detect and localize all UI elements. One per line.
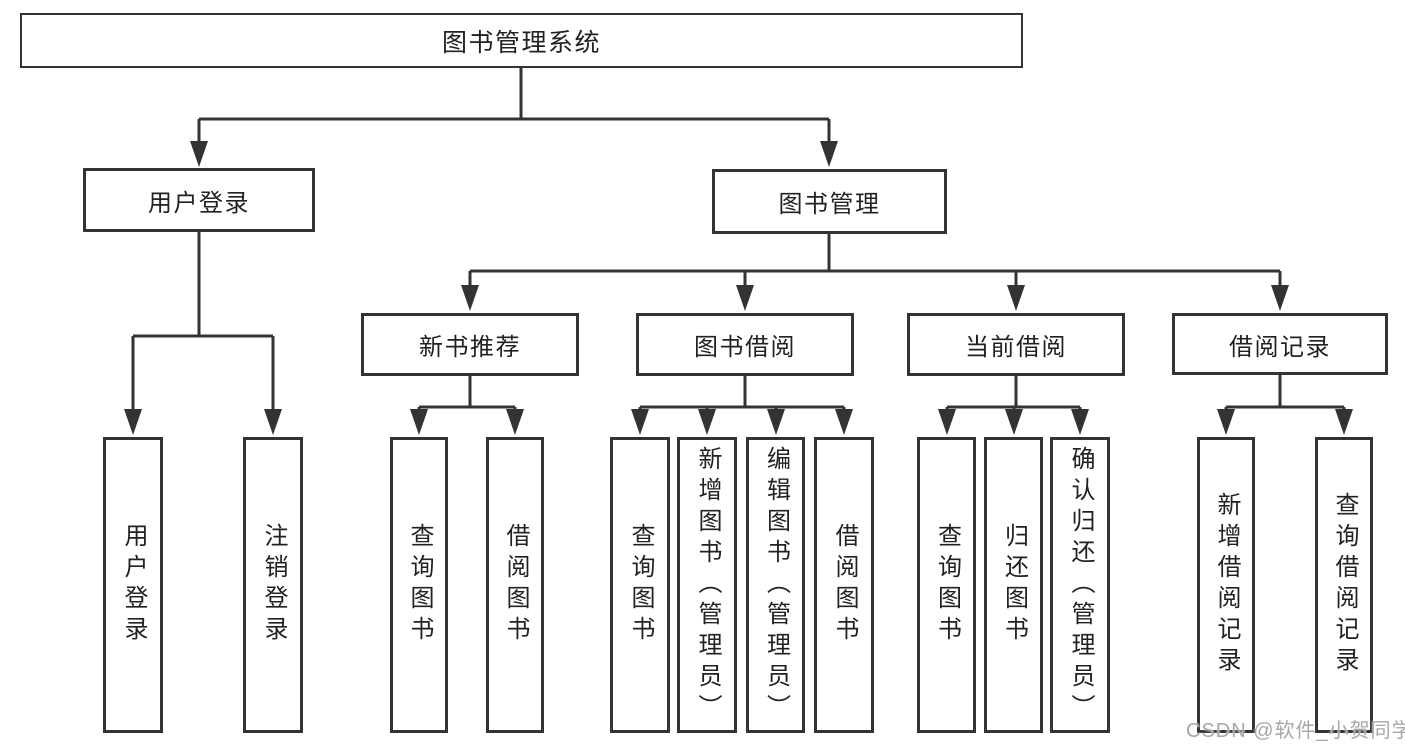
arrow-icon xyxy=(736,285,754,311)
arrow-icon xyxy=(1071,409,1089,435)
arrow-icon xyxy=(506,409,524,435)
node-current-borrow: 当前借阅 xyxy=(907,313,1125,376)
arrow-icon xyxy=(190,141,208,167)
node-logout: 注销登录 xyxy=(243,437,303,733)
arrow-icon xyxy=(264,409,282,435)
arrow-icon xyxy=(410,409,428,435)
node-nbr-borrow-books: 借阅图书 xyxy=(486,437,544,733)
node-nbr-query-books-label: 查询图书 xyxy=(406,523,433,647)
node-cb-return-books: 归还图书 xyxy=(984,437,1043,733)
node-book-borrow: 图书借阅 xyxy=(636,313,854,376)
node-bb-query-books: 查询图书 xyxy=(610,437,670,733)
connector-borrow-records-branch xyxy=(1224,375,1346,414)
node-nbr-query-books: 查询图书 xyxy=(390,437,448,733)
arrow-icon xyxy=(1271,285,1289,311)
arrow-icon xyxy=(124,409,142,435)
connector-user-login-branch xyxy=(131,232,275,414)
arrow-icon xyxy=(1335,409,1353,435)
node-bb-borrow-books: 借阅图书 xyxy=(814,437,874,733)
node-cb-confirm-return-admin: 确认归还（管理员） xyxy=(1050,437,1110,733)
node-login: 用户登录 xyxy=(103,437,163,733)
node-cb-return-books-label: 归还图书 xyxy=(1000,523,1028,647)
node-bb-borrow-books-label: 借阅图书 xyxy=(831,523,858,647)
node-user-login: 用户登录 xyxy=(83,168,315,232)
arrow-icon xyxy=(1005,409,1023,435)
node-cb-query-books: 查询图书 xyxy=(917,437,976,733)
connector-new-book-rec-branch xyxy=(417,376,517,414)
node-login-label: 用户登录 xyxy=(120,523,147,647)
arrow-icon xyxy=(1217,409,1235,435)
node-nbr-borrow-books-label: 借阅图书 xyxy=(502,523,529,647)
arrow-icon xyxy=(835,409,853,435)
arrow-icon xyxy=(698,409,716,435)
node-bb-add-books-admin: 新增图书（管理员） xyxy=(677,437,737,733)
arrow-icon xyxy=(938,409,956,435)
node-bb-edit-books-admin-label: 编辑图书（管理员） xyxy=(762,445,790,725)
arrowheads xyxy=(124,141,1353,435)
connector-current-borrow-branch xyxy=(945,376,1082,414)
node-br-add-record: 新增借阅记录 xyxy=(1197,437,1255,733)
arrow-icon xyxy=(461,285,479,311)
arrow-icon xyxy=(1007,285,1025,311)
watermark: CSDN @软件_小贺同学 xyxy=(1186,720,1405,742)
node-root: 图书管理系统 xyxy=(20,13,1023,68)
connector-root-to-level2 xyxy=(197,68,831,145)
node-br-query-record-label: 查询借阅记录 xyxy=(1331,492,1358,678)
arrow-icon xyxy=(767,409,785,435)
connector-book-borrow-branch xyxy=(638,376,846,414)
node-cb-confirm-return-admin-label: 确认归还（管理员） xyxy=(1067,445,1094,725)
node-new-book-rec: 新书推荐 xyxy=(361,313,579,376)
node-book-mgmt: 图书管理 xyxy=(712,169,947,234)
connector-book-mgmt-branch xyxy=(468,234,1282,289)
node-cb-query-books-label: 查询图书 xyxy=(933,523,961,647)
node-borrow-records: 借阅记录 xyxy=(1172,313,1388,375)
node-bb-query-books-label: 查询图书 xyxy=(627,523,654,647)
node-br-query-record: 查询借阅记录 xyxy=(1315,437,1373,733)
arrow-icon xyxy=(631,409,649,435)
node-bb-edit-books-admin: 编辑图书（管理员） xyxy=(746,437,805,733)
node-logout-label: 注销登录 xyxy=(260,523,287,647)
node-bb-add-books-admin-label: 新增图书（管理员） xyxy=(694,445,721,725)
arrow-icon xyxy=(820,141,838,167)
node-br-add-record-label: 新增借阅记录 xyxy=(1213,492,1240,678)
